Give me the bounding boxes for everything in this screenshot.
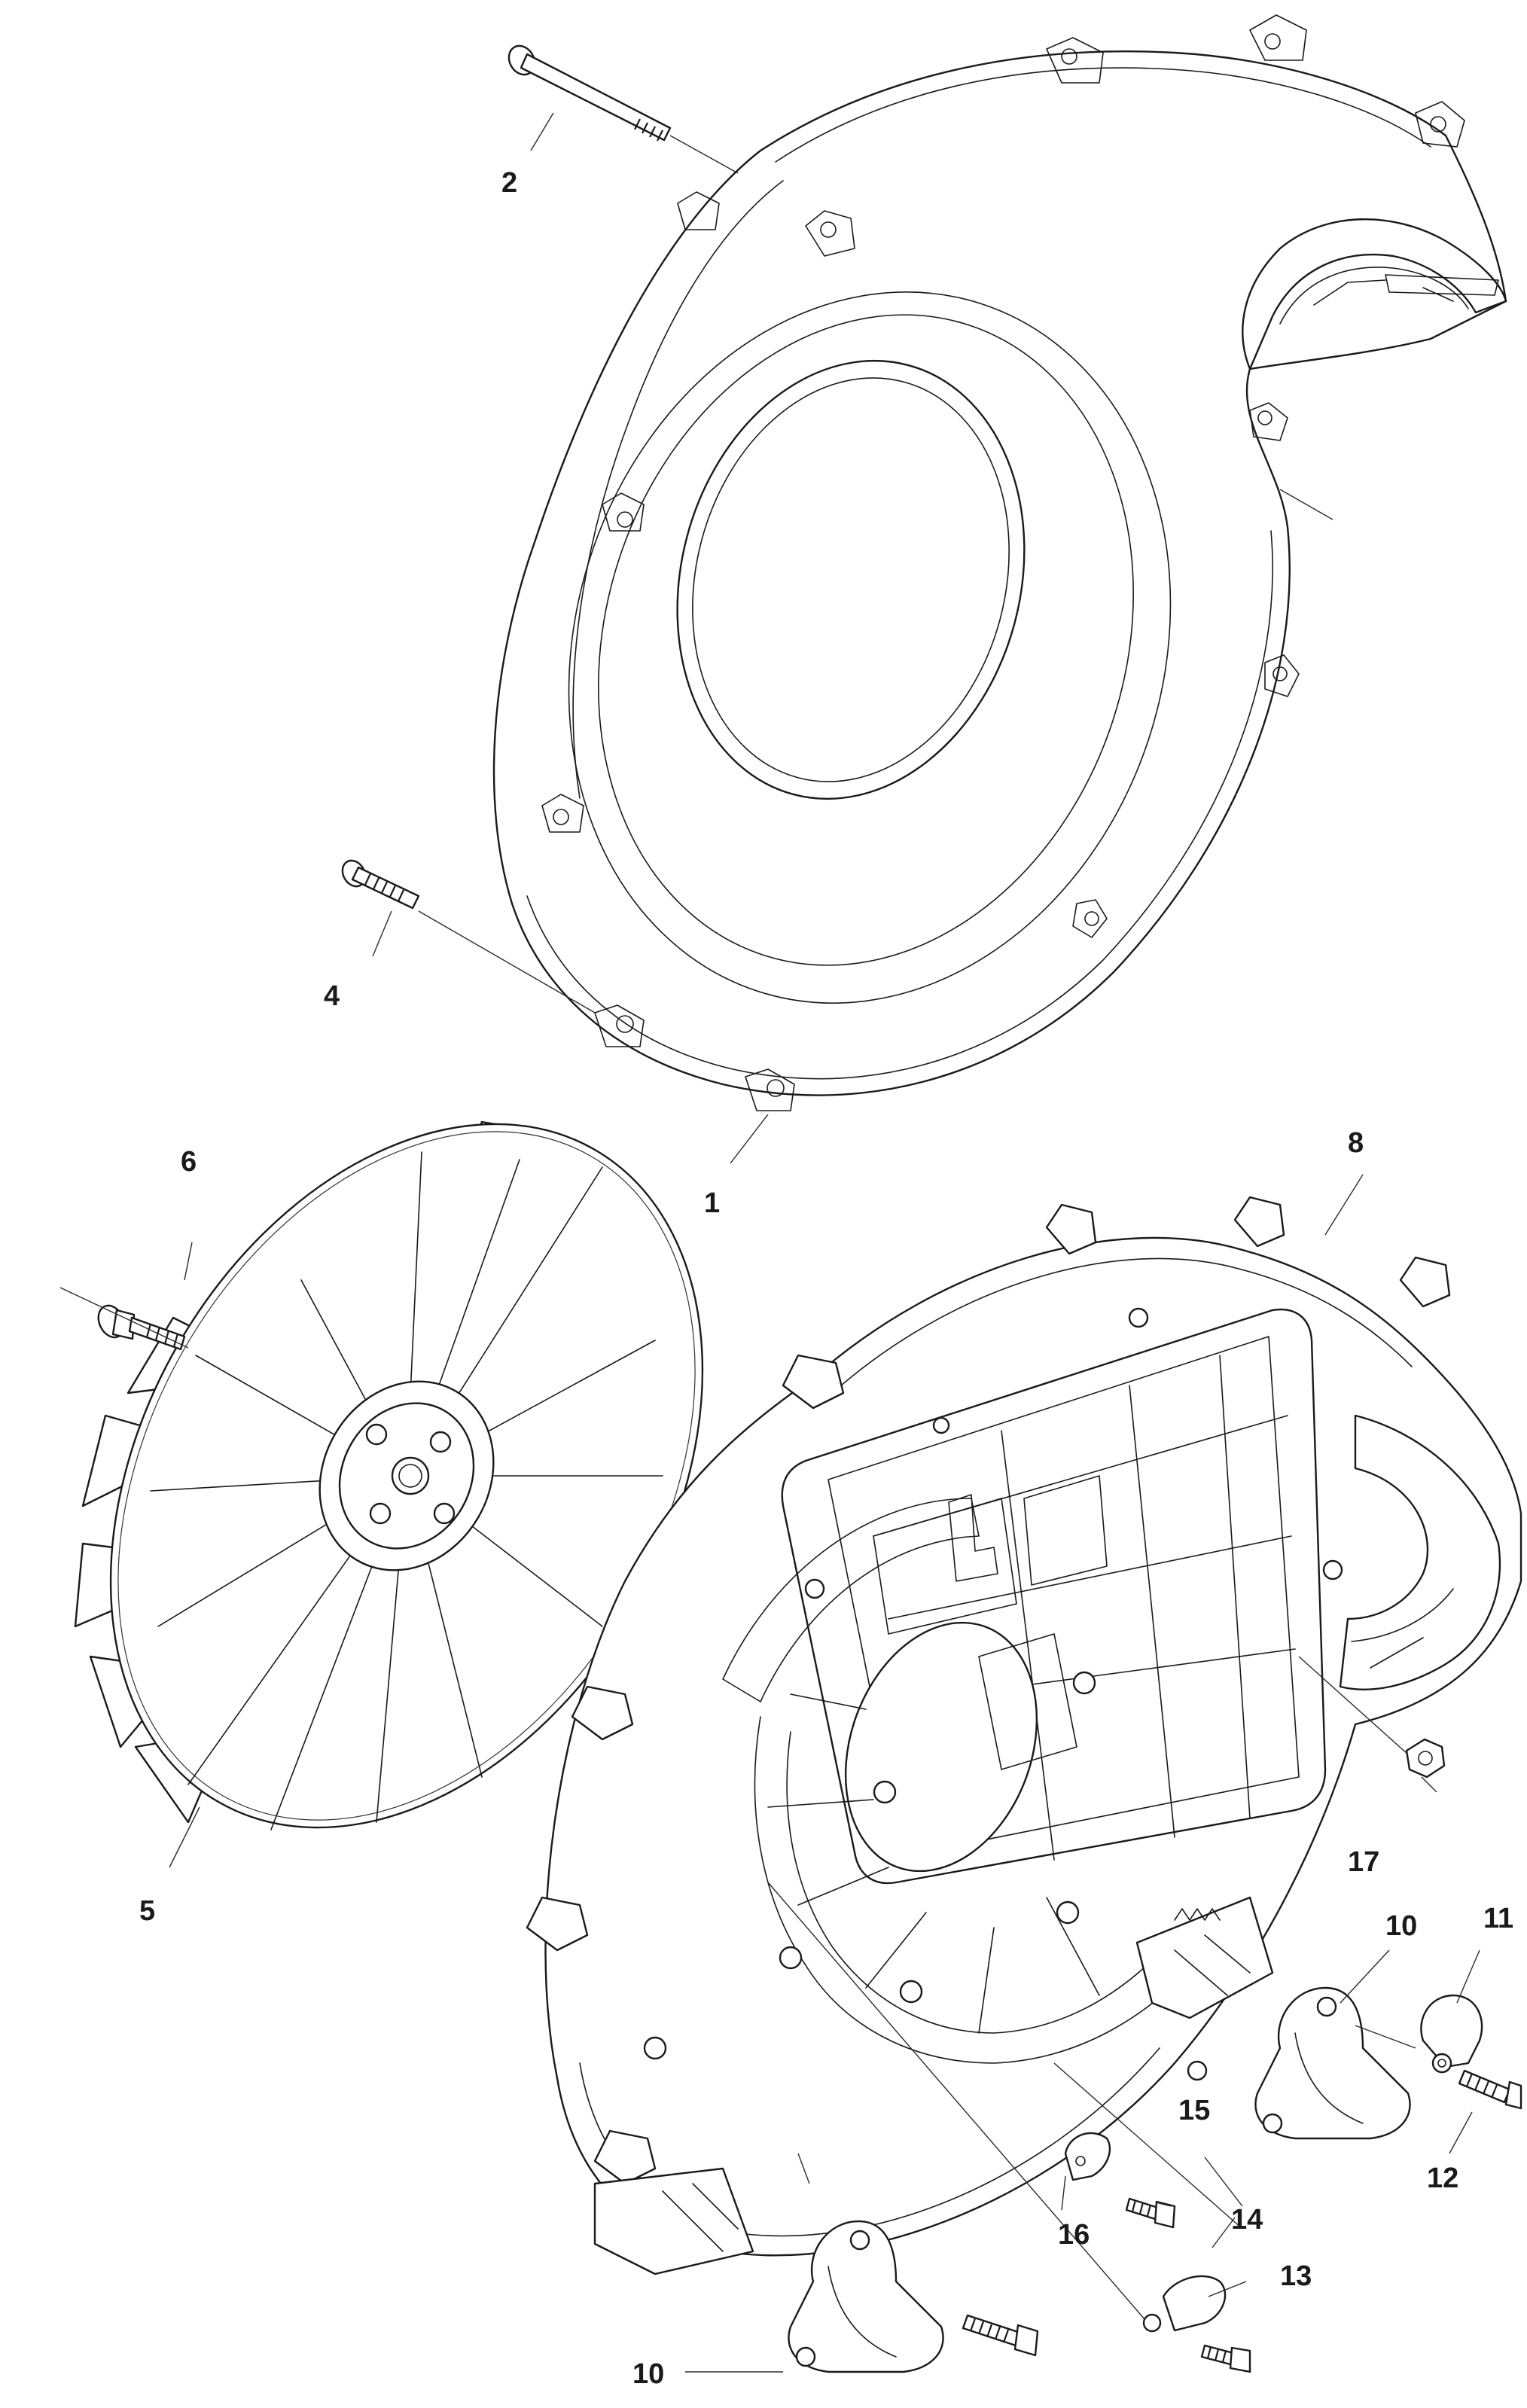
part-fan-housing: [526, 1196, 1522, 2275]
part-screw-15: [1125, 2197, 1176, 2229]
part-foot-left: [788, 2220, 944, 2373]
part-bolt-bottom: [962, 2314, 1039, 2357]
part-clip-16: [1064, 2132, 1111, 2181]
part-clip-11: [1420, 1994, 1483, 2074]
part-long-screw: [507, 44, 672, 142]
callout-10b-label: 10: [632, 2358, 664, 2390]
part-screw-13: [1200, 2344, 1251, 2373]
callout-11-label: 11: [1483, 1903, 1513, 1934]
part-fan-bolt: [97, 1304, 186, 1351]
callout-17-label: 17: [1348, 1846, 1379, 1878]
callout-labels: 1 2 4 5 6 8 10 10 11 12 13 14 15 16 17: [139, 167, 1513, 2390]
callout-12-label: 12: [1427, 2163, 1458, 2194]
callout-4-label: 4: [324, 980, 340, 1012]
callout-14-label: 14: [1231, 2204, 1263, 2236]
callout-8-label: 8: [1348, 1127, 1364, 1159]
callout-2-label: 2: [501, 167, 517, 199]
callout-16-label: 16: [1058, 2219, 1090, 2251]
part-clip-14: [1142, 2275, 1227, 2333]
leader-lines: [59, 112, 1480, 2373]
callout-10a-label: 10: [1385, 1910, 1417, 1942]
part-nut-17: [1405, 1738, 1446, 1779]
callout-6-label: 6: [181, 1146, 197, 1178]
callout-5-label: 5: [139, 1895, 155, 1927]
part-fan-impeller: [74, 1120, 704, 1830]
callout-1-label: 1: [704, 1187, 720, 1219]
part-blower-cover: [492, 14, 1507, 1111]
part-short-screw: [341, 859, 420, 910]
callout-13-label: 13: [1280, 2260, 1312, 2292]
callout-15-label: 15: [1178, 2095, 1210, 2126]
part-foot-right: [1254, 1986, 1411, 2140]
part-bolt-12: [1458, 2069, 1522, 2110]
